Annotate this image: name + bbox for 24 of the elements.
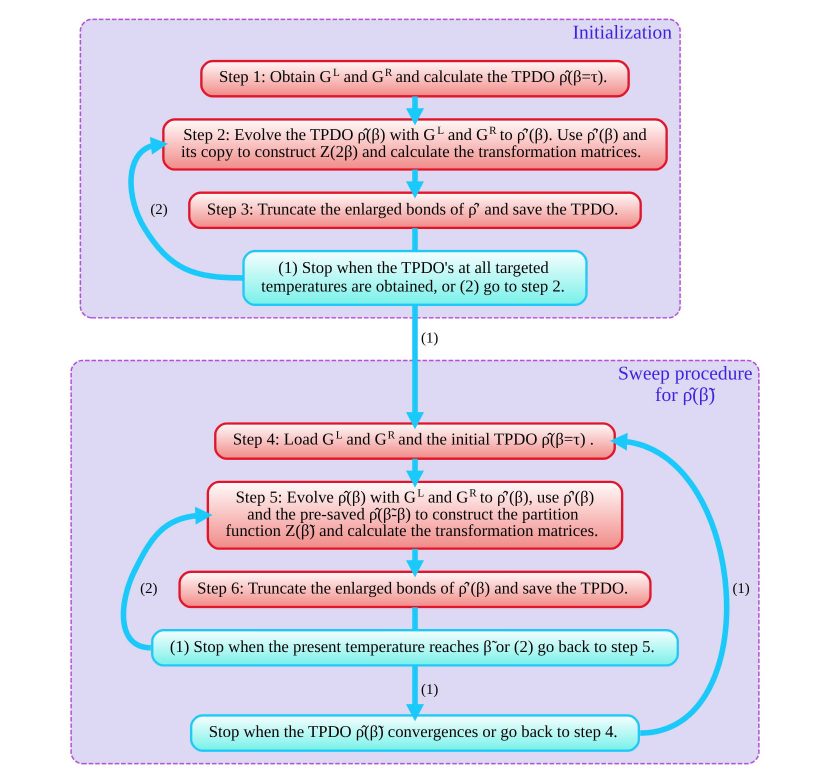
node-box: Step 3: Truncate the enlarged bonds of ρ̂′ and save the TPDO. [188, 192, 642, 230]
node-box: Step 5: Evolve ρ̂(β) with G$^{L}$ and G$^{R}$ to ρ̂′(β), use ρ̂'(β) and the pre-saved ρ̂(β̃-β) to construct the partition function Z(β̃) and calculate the transformation matrices. [206, 480, 624, 550]
connector [412, 228, 418, 251]
edge-label: (2) [140, 580, 158, 597]
node-box: Stop when the TPDO ρ̂(β̃) convergences or go back to step 4. [190, 714, 640, 752]
arrow [610, 432, 729, 736]
node-box: (1) Stop when the TPDO's at all targeted temperatures are obtained, or (2) go to step 2. [242, 250, 588, 306]
edge-label: (1) [732, 580, 750, 597]
edge-label: (2) [150, 202, 168, 218]
arrow [406, 96, 424, 126]
node-box: Step 1: Obtain G$^{L}$ and G$^{R}$ and calculate the TPDO ρ̂(β=τ). [200, 60, 630, 98]
arrow [406, 458, 424, 488]
arrow [406, 170, 424, 198]
arrow [128, 136, 243, 281]
node-box: (1) Stop when the present temperature reaches β̃ or (2) go back to step 5. [151, 629, 679, 667]
connector [412, 607, 418, 630]
node-box: Step 2: Evolve the TPDO ρ̂(β) with G$^{L}$ and G$^{R}$ to ρ̂′(β). Use ρ̂′(β) and its copy to construct Z(2β) and calculate the transformation matrices. [162, 118, 668, 171]
edge-label: (1) [421, 682, 438, 698]
edge-label: (1) [421, 330, 438, 347]
arrow [406, 305, 424, 430]
arrow [406, 666, 424, 722]
arrow [406, 548, 424, 578]
node-box: Step 6: Truncate the enlarged bonds of ρ̂′(β) and save the TPDO. [178, 570, 652, 608]
node-box: Step 4: Load G$^{L}$ and G$^{R}$ and the initial TPDO ρ̂(β=τ) . [214, 422, 616, 460]
